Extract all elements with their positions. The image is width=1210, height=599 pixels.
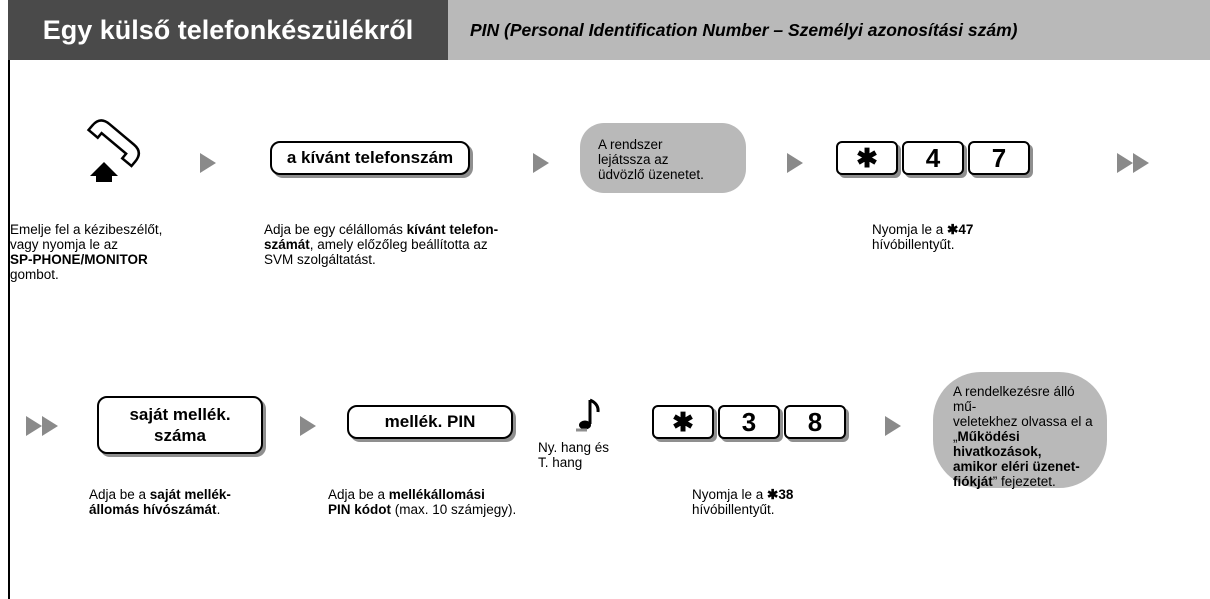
key-star: ✱ [836, 141, 898, 175]
tone-description: Ny. hang és T. hang [538, 440, 638, 470]
text-bold: fiókját [953, 474, 993, 489]
text-line: vagy nyomja le az [10, 237, 119, 252]
text-bold: PIN kódot [328, 502, 391, 517]
system-message-bubble: A rendszer lejátssza az üdvözlő üzenetet… [580, 123, 746, 193]
text: ” fejezetet. [992, 474, 1056, 489]
step2-description: Adja be egy célállomás kívánt telefon- s… [264, 222, 564, 267]
text-bold: Működési hivatkozások, [953, 429, 1042, 459]
text-line: hívóbillentyűt. [692, 502, 775, 517]
own-extension-input-box: saját mellék. száma [97, 396, 263, 454]
page-subtitle: PIN (Personal Identification Number – Sz… [470, 20, 1018, 40]
double-arrow-right-icon [1117, 153, 1149, 173]
text-line: veletekhez olvassa el a [953, 414, 1093, 429]
music-note-icon [573, 396, 603, 434]
text-bold: SP-PHONE/MONITOR [10, 252, 148, 267]
phone-number-input-box: a kívánt telefonszám [270, 141, 470, 175]
key-7: 7 [968, 141, 1030, 175]
arrow-right-icon [533, 153, 549, 173]
text: , amely előzőleg beállította az [309, 237, 488, 252]
row2-step4-description: Nyomja le a ✱38 hívóbillentyűt. [692, 487, 892, 517]
text-bold: mellékállomási [388, 487, 485, 502]
text-line: T. hang [538, 455, 583, 470]
row2-step1-description: Adja be a saját mellék- állomás hívószám… [89, 487, 289, 517]
text: Adja be egy célállomás [264, 222, 407, 237]
text: Nyomja le a [692, 487, 768, 502]
key-label: 3 [741, 406, 757, 437]
box-label: mellék. PIN [384, 412, 476, 431]
extension-pin-input-box: mellék. PIN [347, 405, 513, 439]
page-title: Egy külső telefonkészülékről [42, 15, 414, 45]
text-bold: állomás hívószámát [89, 502, 217, 517]
text-bold: amikor eléri üzenet- [953, 459, 1080, 474]
box-label: a kívánt telefonszám [286, 148, 454, 167]
header-tab [8, 0, 448, 60]
step4-description: Nyomja le a ✱47 hívóbillentyűt. [872, 222, 1072, 252]
text: (max. 10 számjegy). [391, 502, 517, 517]
box-label: száma [154, 426, 206, 445]
key-star: ✱ [652, 405, 714, 439]
key-label: 7 [991, 142, 1007, 173]
text: . [216, 502, 221, 517]
page-left-border [8, 0, 10, 599]
key-8: 8 [784, 405, 846, 439]
text-bold: ✱47 [947, 222, 974, 237]
text-line: gombot. [10, 267, 59, 282]
text-line: SVM szolgáltatást. [264, 252, 376, 267]
key-label: 4 [925, 142, 941, 173]
text-bold: kívánt telefon- [406, 222, 499, 237]
box-label: saját mellék. [129, 405, 231, 424]
text-line: lejátssza az [598, 152, 669, 167]
arrow-right-icon [200, 153, 216, 173]
handset-off-hook-icon [70, 112, 150, 192]
arrow-right-icon [787, 153, 803, 173]
key-3: 3 [718, 405, 780, 439]
text: Adja be a [89, 487, 150, 502]
text-line: hívóbillentyűt. [872, 237, 955, 252]
key-label: ✱ [856, 142, 878, 173]
text: Nyomja le a [872, 222, 948, 237]
row2-step2-description: Adja be a mellékállomási PIN kódot (max.… [328, 487, 588, 517]
text-bold: saját mellék- [149, 487, 231, 502]
key-4: 4 [902, 141, 964, 175]
reference-note-bubble: A rendelkezésre álló mű- veletekhez olva… [933, 372, 1107, 489]
text-bold: ✱38 [767, 487, 794, 502]
text-line: Ny. hang és [538, 440, 610, 455]
text: „ [953, 429, 958, 444]
key-label: 8 [807, 406, 823, 437]
text-line: A rendelkezésre álló mű- [953, 384, 1075, 414]
arrow-right-icon [300, 416, 316, 436]
text-line: üdvözlő üzenetet. [598, 167, 704, 182]
step1-description: Emelje fel a kézibeszélőt, vagy nyomja l… [10, 222, 240, 282]
text: Adja be a [328, 487, 389, 502]
double-arrow-right-icon [26, 416, 58, 436]
text-bold: számát [264, 237, 310, 252]
key-label: ✱ [672, 406, 694, 437]
arrow-right-icon [885, 416, 901, 436]
text-line: A rendszer [598, 137, 663, 152]
text-line: Emelje fel a kézibeszélőt, [10, 222, 163, 237]
